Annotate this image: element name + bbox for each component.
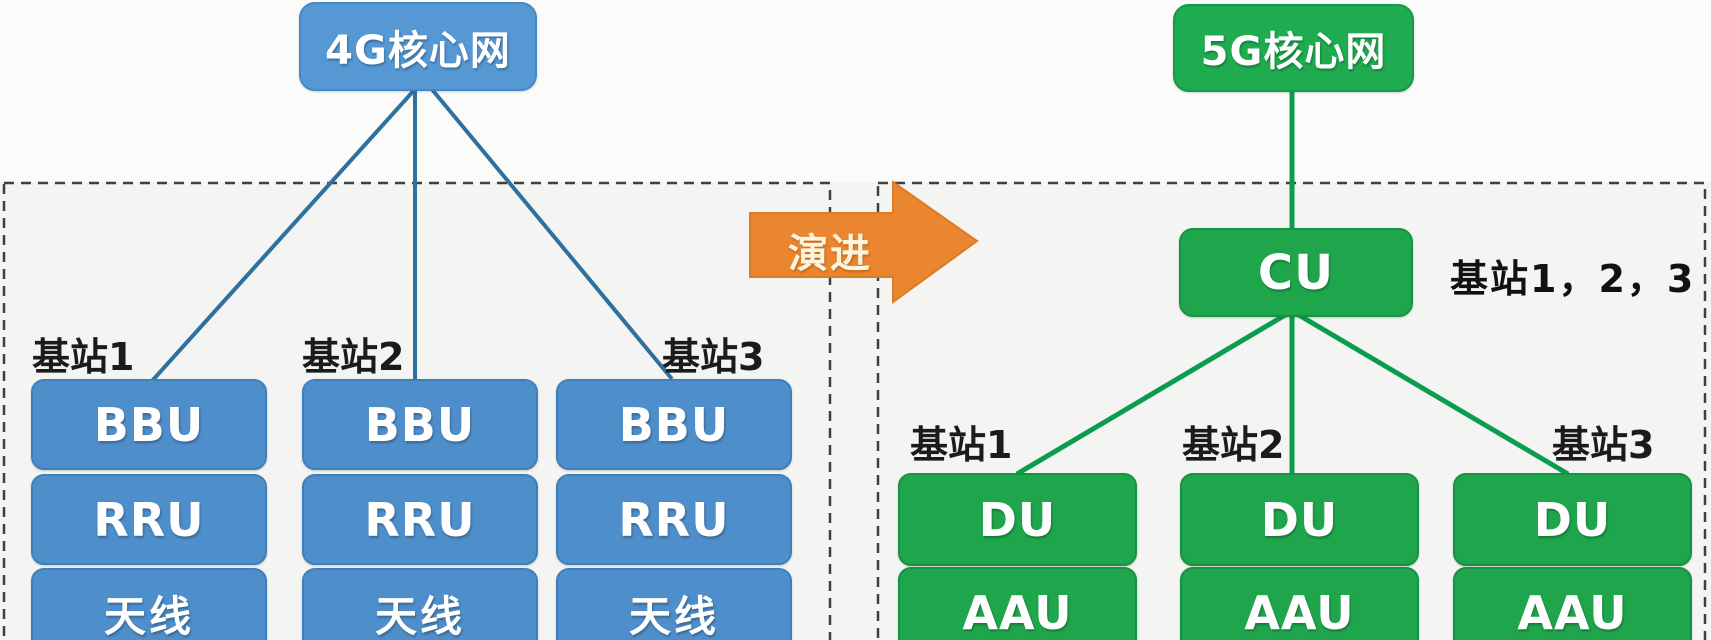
- node-5g-core: 5G核心网: [1173, 4, 1414, 92]
- box-bs3-aau: AAU: [1453, 567, 1692, 640]
- line-cu-to-du3: [1290, 308, 1570, 477]
- box-bs2-bbu: BBU: [302, 379, 538, 470]
- box-bs1-du: DU: [898, 473, 1137, 566]
- box-bs2-aau: AAU: [1180, 567, 1419, 640]
- evolution-arrow-label: 演进: [788, 231, 872, 277]
- label-4g-station3: 基站3: [662, 335, 765, 379]
- line-4g-core-to-bs3: [428, 85, 674, 381]
- node-cu: CU: [1179, 228, 1413, 317]
- evolution-arrow-shape: [749, 180, 979, 304]
- box-bs1-antenna: 天线: [31, 568, 267, 640]
- top-background-band: [0, 0, 1711, 182]
- cu-note-stations: 基站1，2，3: [1450, 257, 1696, 301]
- box-bs1-bbu: BBU: [31, 379, 267, 470]
- label-4g-station1: 基站1: [32, 335, 135, 379]
- box-bs1-rru: RRU: [31, 474, 267, 565]
- box-bs3-rru: RRU: [556, 474, 792, 565]
- node-4g-core: 4G核心网: [299, 2, 537, 91]
- label-4g-station2: 基站2: [302, 335, 405, 379]
- line-4g-core-to-bs1: [150, 85, 419, 383]
- line-cu-to-du1: [1015, 308, 1294, 477]
- box-bs3-bbu: BBU: [556, 379, 792, 470]
- label-5g-station1: 基站1: [910, 423, 1013, 467]
- label-5g-station2: 基站2: [1182, 423, 1285, 467]
- box-bs3-antenna: 天线: [556, 568, 792, 640]
- box-bs2-du: DU: [1180, 473, 1419, 566]
- box-bs2-antenna: 天线: [302, 568, 538, 640]
- box-bs2-rru: RRU: [302, 474, 538, 565]
- box-bs3-du: DU: [1453, 473, 1692, 566]
- label-5g-station3: 基站3: [1552, 423, 1655, 467]
- box-bs1-aau: AAU: [898, 567, 1137, 640]
